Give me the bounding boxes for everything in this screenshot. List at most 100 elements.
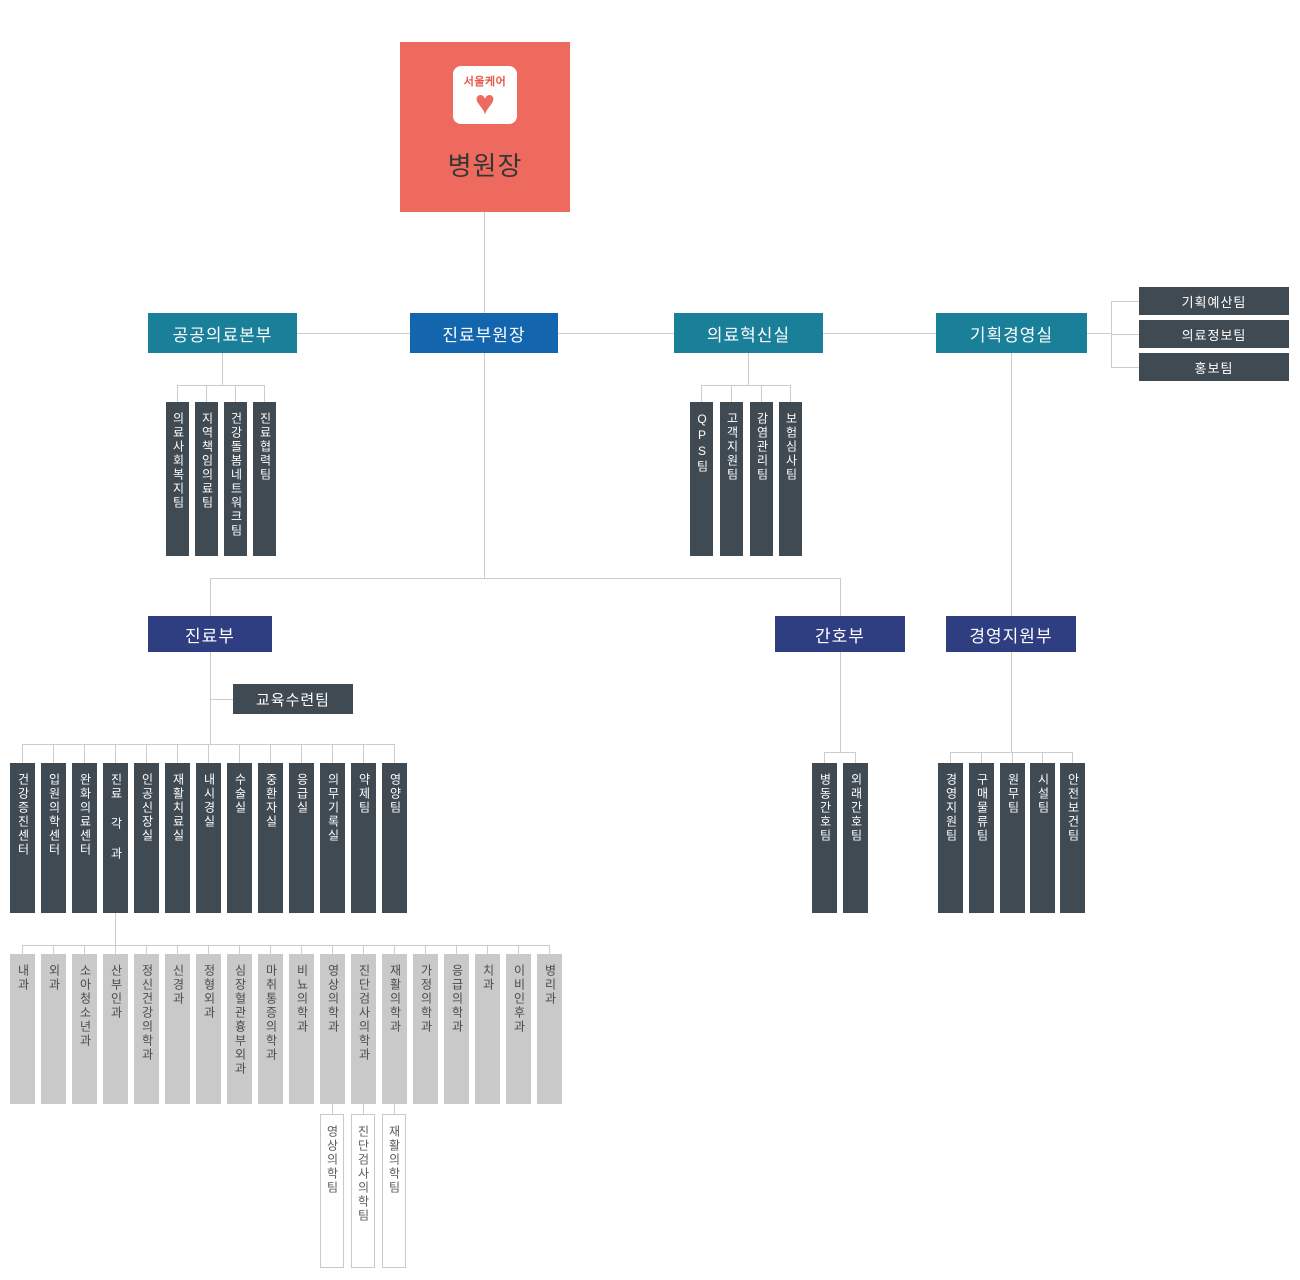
connector-line: [301, 945, 302, 954]
org-node-planning-budget-team: 기획예산팀: [1139, 287, 1289, 315]
connector-line: [981, 752, 982, 763]
connector-line: [950, 752, 1073, 753]
connector-line: [761, 385, 762, 402]
connector-line: [177, 385, 178, 402]
org-node-team: 원무팀: [1000, 763, 1025, 913]
org-node-unit: 진료 각 과: [103, 763, 128, 913]
org-node-clinical-dept: 외과: [41, 954, 66, 1104]
connector-line: [363, 945, 364, 954]
connector-line: [1012, 752, 1013, 763]
connector-line: [206, 385, 207, 402]
connector-line: [53, 744, 54, 763]
connector-line: [115, 945, 116, 954]
org-node-unit: 약제팀: [351, 763, 376, 913]
connector-line: [84, 744, 85, 763]
org-node-clinical-dept: 내과: [10, 954, 35, 1104]
org-node-unit: 내시경실: [196, 763, 221, 913]
connector-line: [208, 945, 209, 954]
org-node-clinical-dept: 병리과: [537, 954, 562, 1104]
org-node-team: 경영지원팀: [938, 763, 963, 913]
org-node-team: 보험심사팀: [779, 402, 802, 556]
org-node-team: 진료협력팀: [253, 402, 276, 556]
connector-line: [855, 752, 856, 763]
connector-line: [332, 1104, 333, 1114]
connector-line: [425, 945, 426, 954]
connector-line: [332, 744, 333, 763]
connector-line: [394, 945, 395, 954]
org-node-team: 병동간호팀: [812, 763, 837, 913]
org-node-hospital-director: 서울케어 ♥ 병원장: [400, 42, 570, 212]
hospital-logo: 서울케어 ♥: [453, 66, 517, 124]
org-node-unit: 응급실: [289, 763, 314, 913]
connector-line: [1111, 334, 1139, 335]
connector-line: [177, 385, 265, 386]
connector-line: [239, 744, 240, 763]
org-node-clinical-dept: 산부인과: [103, 954, 128, 1104]
org-node-unit: 영양팀: [382, 763, 407, 913]
org-node-unit: 입원의학센터: [41, 763, 66, 913]
connector-line: [177, 945, 178, 954]
connector-line: [235, 385, 236, 402]
org-node-team: QPS팀: [690, 402, 713, 556]
connector-line: [297, 333, 410, 334]
connector-line: [332, 945, 333, 954]
heart-icon: ♥: [474, 84, 496, 122]
org-node-unit: 완화의료센터: [72, 763, 97, 913]
connector-line: [950, 752, 951, 763]
connector-line: [1087, 333, 1111, 334]
connector-line: [394, 744, 395, 763]
connector-line: [22, 945, 550, 946]
connector-line: [518, 945, 519, 954]
connector-line: [270, 744, 271, 763]
org-node-deputy-director: 진료부원장: [410, 313, 558, 353]
org-node-team: 건강돌봄네트워크팀: [224, 402, 247, 556]
org-node-team: 구매물류팀: [969, 763, 994, 913]
connector-line: [824, 752, 825, 763]
connector-line: [1072, 752, 1073, 763]
connector-line: [210, 652, 211, 744]
connector-line: [840, 652, 841, 752]
connector-line: [239, 945, 240, 954]
org-node-clinical-dept: 소아청소년과: [72, 954, 97, 1104]
connector-line: [1111, 367, 1139, 368]
connector-line: [1111, 301, 1139, 302]
connector-line: [208, 744, 209, 763]
connector-line: [146, 945, 147, 954]
connector-line: [115, 744, 116, 763]
connector-line: [363, 1104, 364, 1114]
connector-line: [270, 945, 271, 954]
org-node-clinical-dept: 영상의학과: [320, 954, 345, 1104]
org-node-clinical-dept: 가정의학과: [413, 954, 438, 1104]
org-node-clinical-dept: 신경과: [165, 954, 190, 1104]
connector-line: [1011, 652, 1012, 752]
org-node-medical-innovation: 의료혁신실: [674, 313, 823, 353]
connector-line: [824, 752, 856, 753]
org-node-clinical-dept: 치과: [475, 954, 500, 1104]
connector-line: [823, 333, 936, 334]
connector-line: [210, 578, 211, 616]
connector-line: [301, 744, 302, 763]
org-node-clinical-dept: 정신건강의학과: [134, 954, 159, 1104]
connector-line: [210, 699, 233, 700]
org-node-clinical-dept: 진단검사의학과: [351, 954, 376, 1104]
org-node-team: 의료사회복지팀: [166, 402, 189, 556]
org-node-clinical-dept: 마취통증의학과: [258, 954, 283, 1104]
connector-line: [790, 385, 791, 402]
org-node-unit: 인공신장실: [134, 763, 159, 913]
connector-line: [363, 744, 364, 763]
org-node-dept-team: 영상의학팀: [320, 1114, 344, 1268]
connector-line: [210, 578, 840, 579]
root-node-label: 병원장: [447, 151, 523, 181]
org-node-pr-team: 홍보팀: [1139, 353, 1289, 381]
logo-brand-text: 서울케어: [463, 76, 507, 88]
org-node-unit: 건강증진센터: [10, 763, 35, 913]
org-node-dept-team: 진단검사의학팀: [351, 1114, 375, 1268]
connector-line: [484, 353, 485, 578]
connector-line: [22, 744, 23, 763]
org-node-clinical-dept: 응급의학과: [444, 954, 469, 1104]
connector-line: [748, 353, 749, 385]
connector-line: [701, 385, 702, 402]
connector-line: [177, 744, 178, 763]
org-node-unit: 중환자실: [258, 763, 283, 913]
org-node-team: 지역책임의료팀: [195, 402, 218, 556]
